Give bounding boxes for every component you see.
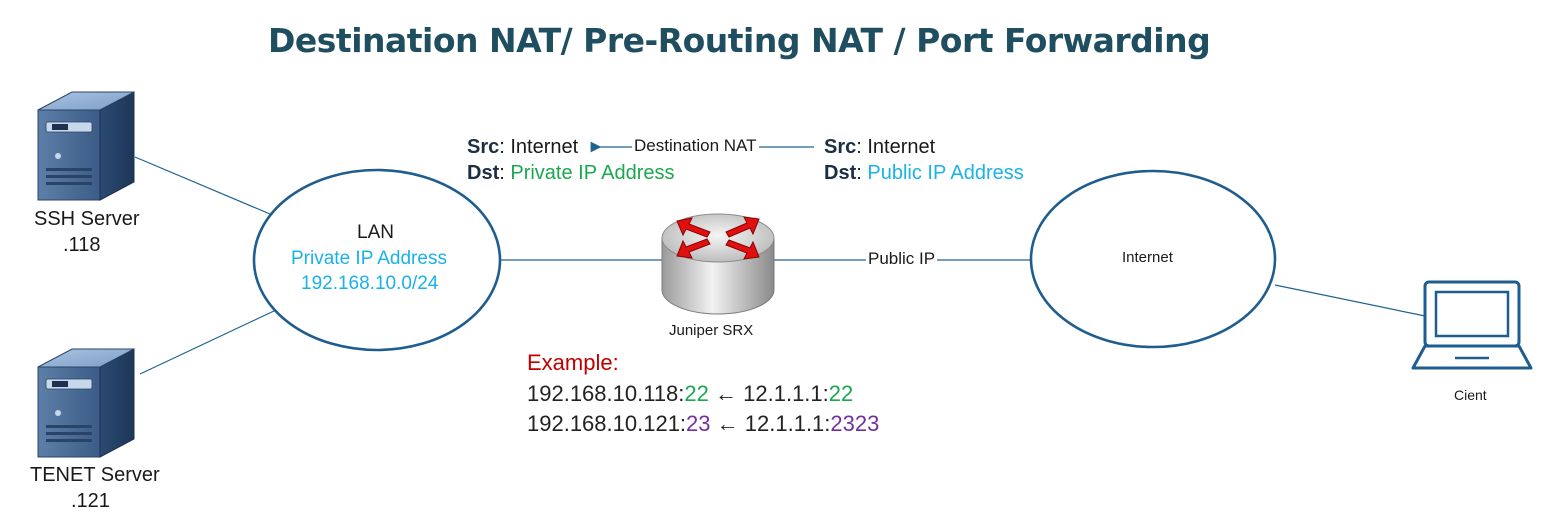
internet-label: Internet: [1122, 249, 1173, 266]
router-icon: [661, 213, 775, 315]
original-src: Src: Internet: [824, 136, 936, 158]
ssh-server-name: SSH Server: [34, 208, 140, 230]
router-label: Juniper SRX: [669, 322, 754, 339]
laptop-icon: [1411, 280, 1533, 370]
link-ssh-lan: [134, 156, 271, 215]
example-heading: Example:: [527, 350, 619, 375]
lan-subtitle: Private IP Address: [291, 248, 447, 269]
diagram-title: Destination NAT/ Pre-Routing NAT / Port …: [268, 21, 1211, 60]
tenet-server-name: TENET Server: [30, 464, 160, 486]
lan-ellipse: [252, 168, 502, 352]
internet-ellipse: [1029, 169, 1277, 349]
link-internet-client: [1274, 284, 1426, 317]
translated-dst: Dst: Private IP Address: [467, 162, 675, 184]
example-row-ssh: 192.168.10.118:22 ← 12.1.1.1:22: [527, 381, 854, 406]
client-label: Cient: [1454, 387, 1487, 403]
ssh-server-icon: [37, 91, 135, 201]
nat-arrow-label: Destination NAT: [632, 136, 759, 156]
tenet-server-ip: .121: [71, 490, 110, 512]
tenet-server-icon: [37, 348, 135, 458]
example-row-tenet: 192.168.10.121:23 ← 12.1.1.1:2323: [527, 411, 880, 436]
link-tenet-lan: [139, 309, 277, 375]
ssh-server-ip: .118: [63, 234, 101, 256]
lan-title: LAN: [357, 222, 394, 243]
lan-subnet: 192.168.10.0/24: [301, 273, 439, 294]
original-dst: Dst: Public IP Address: [824, 162, 1024, 184]
public-ip-label: Public IP: [866, 249, 938, 269]
translated-src: Src: Internet: [467, 136, 579, 158]
